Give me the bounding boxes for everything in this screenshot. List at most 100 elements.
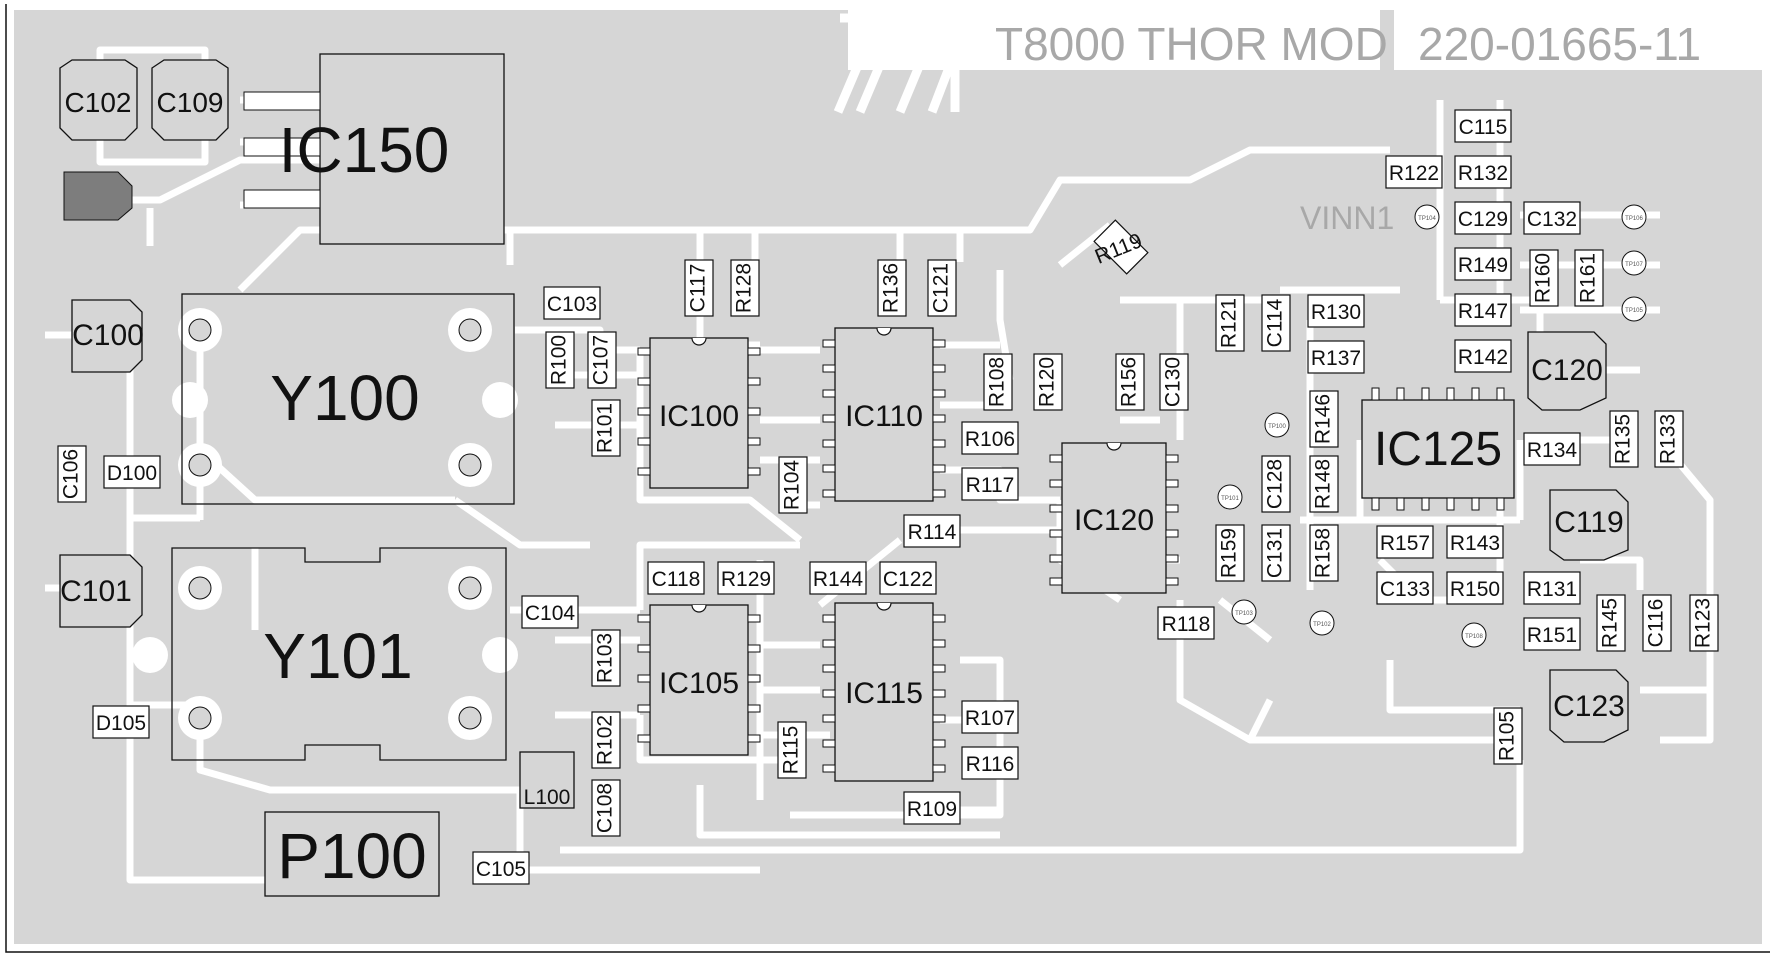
label-r128: R128 (733, 263, 756, 313)
label-c118: C118 (652, 568, 701, 591)
p100-outline (264, 811, 440, 897)
label-r129: R129 (721, 568, 771, 591)
label-r122: R122 (1389, 162, 1439, 185)
label-ic100: IC100 (659, 400, 739, 433)
label-r115: R115 (780, 726, 803, 775)
label-r146: R146 (1312, 394, 1335, 444)
label-c131: C131 (1264, 528, 1287, 578)
label-r151: R151 (1527, 624, 1577, 647)
label-c117: C117 (687, 264, 710, 313)
label-r114: R114 (908, 521, 957, 544)
label-tp102: TP102 (1313, 622, 1331, 628)
passive-boxes (57, 109, 1719, 885)
label-c100: C100 (72, 319, 144, 352)
label-r160: R160 (1532, 253, 1555, 303)
component-labels: C102 C109 IC150 C100 Y100 C103 R100 C107… (60, 87, 1715, 892)
y101-outline (171, 547, 507, 761)
label-r108: R108 (986, 357, 1009, 407)
ic120-outline (1061, 442, 1167, 594)
label-ic110: IC110 (845, 400, 923, 433)
label-tp105: TP105 (1625, 308, 1643, 314)
label-r105: R105 (1496, 711, 1519, 761)
label-l100: L100 (524, 786, 571, 809)
label-c103: C103 (547, 293, 597, 316)
c100-outline (71, 299, 143, 373)
label-r159: R159 (1218, 528, 1241, 578)
test-point-labels: TP100 TP101 TP102 TP103 TP104 TP105 TP10… (1221, 216, 1643, 640)
c123-outline (1549, 669, 1629, 743)
ic115-outline (834, 602, 934, 782)
label-r116: R116 (966, 753, 1015, 776)
dark-pad (63, 171, 133, 221)
label-c119: C119 (1554, 506, 1624, 539)
label-c130: C130 (1162, 357, 1185, 407)
ic-notches (691, 327, 1122, 613)
label-r149: R149 (1458, 254, 1508, 277)
c109-outline (151, 59, 229, 141)
label-r142: R142 (1458, 346, 1508, 369)
label-r158: R158 (1312, 528, 1335, 578)
label-r161: R161 (1577, 253, 1600, 303)
label-r137: R137 (1311, 347, 1361, 370)
label-tp100: TP100 (1268, 424, 1286, 430)
label-r143: R143 (1450, 532, 1500, 555)
label-c108: C108 (594, 783, 617, 833)
label-r136: R136 (880, 263, 903, 313)
r119-outline (1093, 219, 1149, 275)
label-c132: C132 (1527, 208, 1577, 231)
label-r100: R100 (548, 335, 571, 385)
label-ic120: IC120 (1074, 504, 1154, 537)
label-c129: C129 (1458, 208, 1508, 231)
title-block-divider (1380, 10, 1394, 70)
ic105-outline (649, 604, 749, 756)
crystal-pad-holes (188, 318, 482, 730)
label-ic105: IC105 (659, 667, 739, 700)
label-r106: R106 (965, 428, 1015, 451)
label-c114: C114 (1264, 298, 1287, 347)
label-c115: C115 (1459, 116, 1508, 139)
label-tp101: TP101 (1221, 496, 1239, 502)
label-c121: C121 (930, 263, 953, 313)
label-tp108: TP108 (1465, 634, 1483, 640)
label-r117: R117 (966, 474, 1015, 497)
label-c102: C102 (65, 87, 132, 118)
label-r147: R147 (1458, 300, 1508, 323)
label-y101: Y101 (263, 620, 412, 692)
label-c104: C104 (525, 602, 576, 625)
label-r135: R135 (1612, 414, 1635, 464)
board-outline (5, 4, 1770, 953)
label-c133: C133 (1380, 578, 1430, 601)
label-c106: C106 (60, 449, 83, 499)
label-r132: R132 (1458, 162, 1508, 185)
label-ic150: IC150 (279, 114, 450, 186)
board-part-number: 220-01665-11 (1418, 18, 1701, 70)
label-c123: C123 (1553, 690, 1625, 723)
label-r156: R156 (1118, 357, 1141, 407)
y100-outline (181, 293, 515, 505)
label-r148: R148 (1312, 459, 1335, 509)
label-c107: C107 (590, 335, 613, 385)
label-c120: C120 (1531, 354, 1603, 387)
label-r150: R150 (1450, 578, 1500, 601)
label-c122: C122 (883, 568, 933, 591)
at-logo (833, 13, 968, 114)
label-r123: R123 (1692, 598, 1715, 648)
label-ic125: IC125 (1374, 423, 1502, 476)
label-r144: R144 (813, 568, 864, 591)
label-r101: R101 (594, 403, 617, 453)
label-y100: Y100 (270, 362, 419, 434)
ic100-outline (649, 337, 749, 489)
label-r102: R102 (594, 715, 617, 765)
c102-outline (59, 59, 138, 141)
label-r130: R130 (1311, 301, 1361, 324)
label-c101: C101 (60, 575, 132, 608)
label-r107: R107 (965, 707, 1015, 730)
label-r157: R157 (1380, 532, 1430, 555)
ic-pins (243, 91, 1505, 773)
label-c116: C116 (1645, 599, 1668, 648)
net-label-vinn1: VINN1 (1300, 200, 1394, 236)
label-r109: R109 (907, 798, 957, 821)
ic125-outline (1361, 399, 1515, 499)
label-r118: R118 (1162, 613, 1211, 636)
